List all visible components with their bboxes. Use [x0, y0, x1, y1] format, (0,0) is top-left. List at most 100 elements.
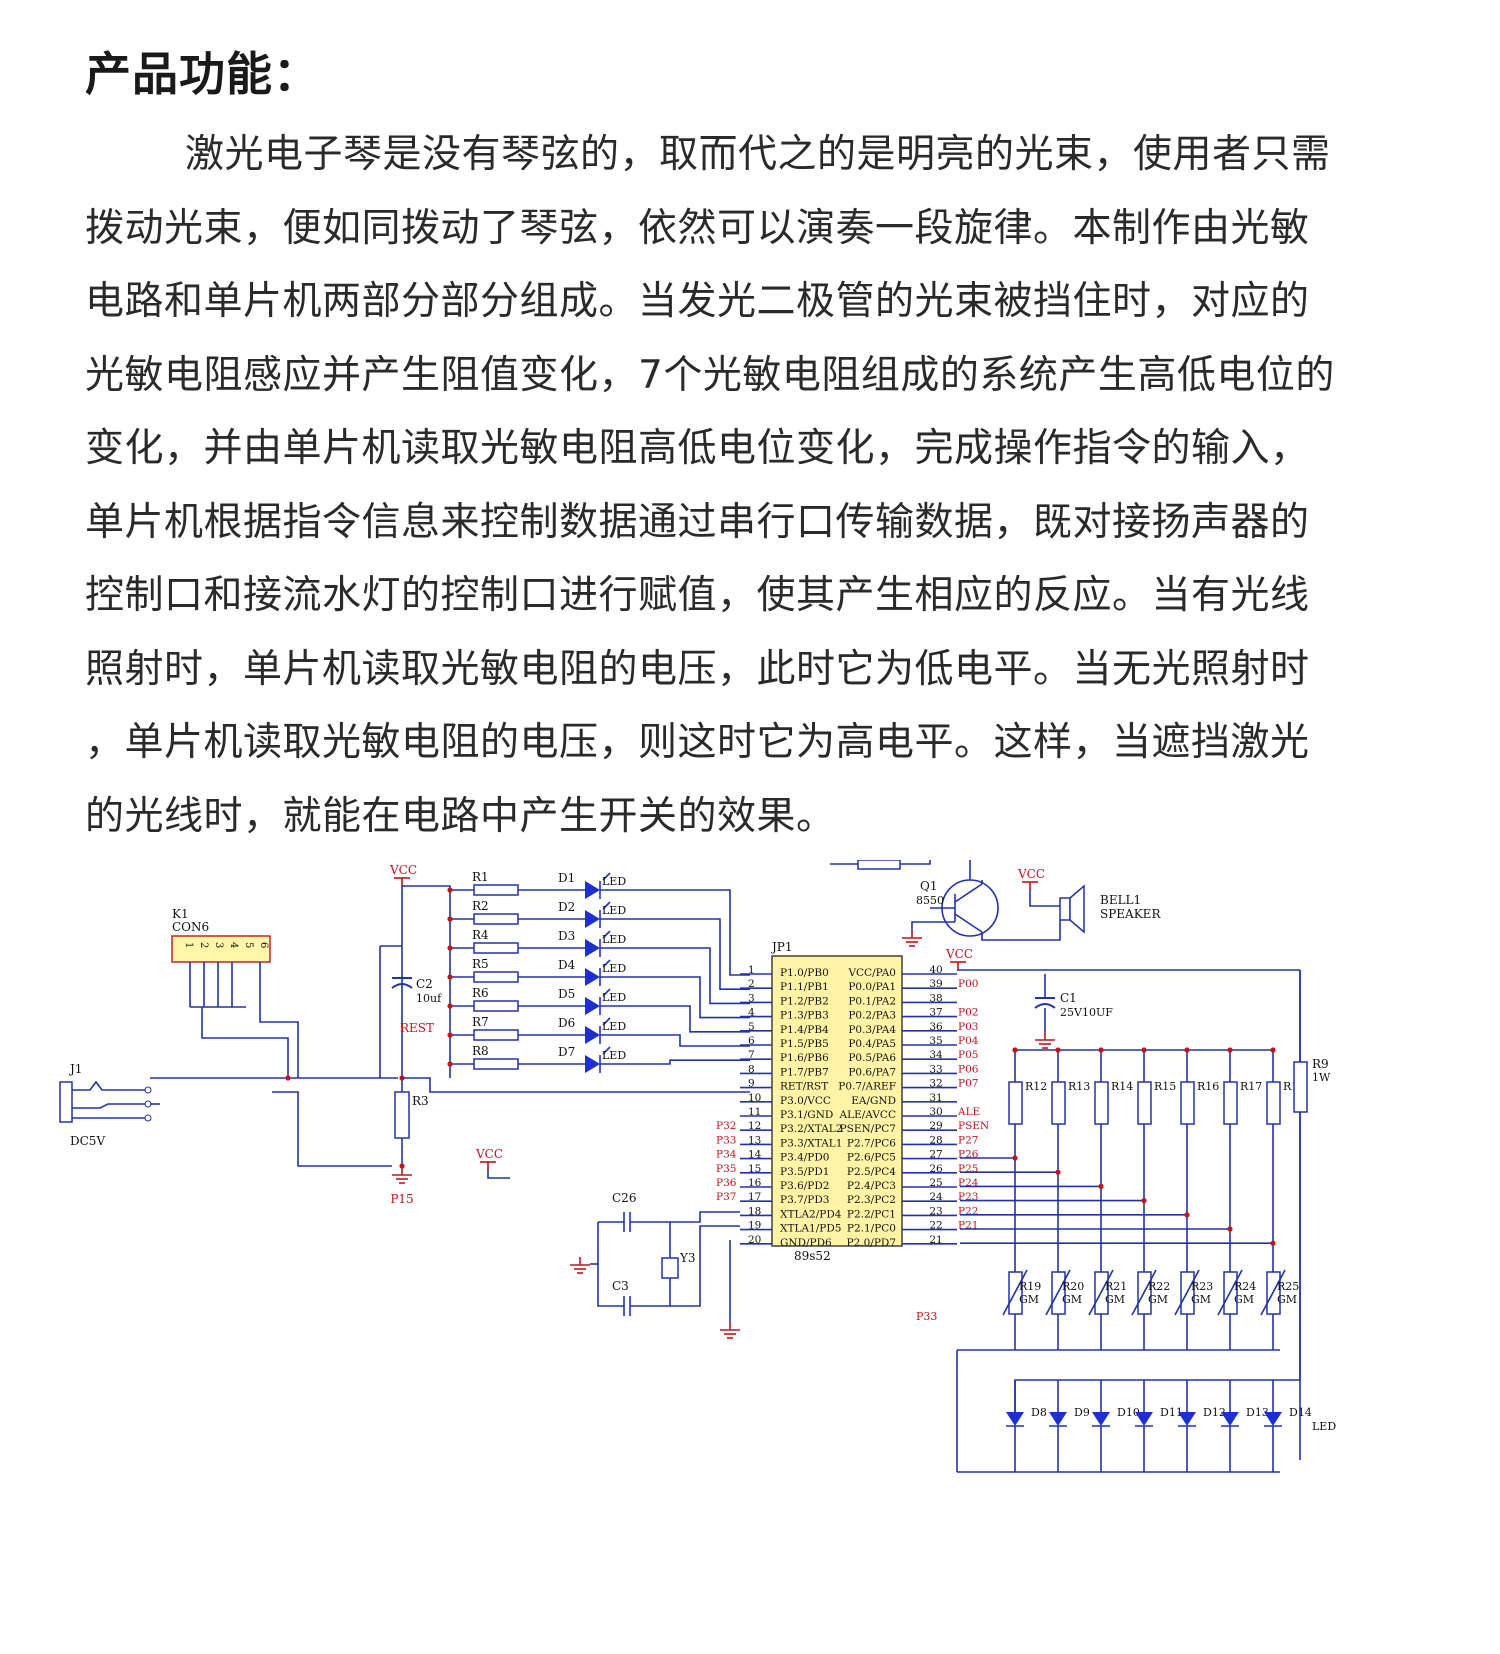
chip-pin-number: 11	[748, 1106, 761, 1118]
vcc-label: VCC	[1017, 867, 1045, 881]
junction-dot	[1270, 1240, 1276, 1246]
chip-pin-number: 35	[929, 1035, 942, 1047]
net-label: P36	[716, 1177, 737, 1189]
chip-pin-label: GND/PD6	[780, 1237, 832, 1249]
j1-label: J1	[68, 1062, 82, 1076]
led-resistor-label: R5	[472, 957, 489, 971]
chip-pin-number: 15	[748, 1163, 761, 1175]
junction-dot	[1184, 1212, 1190, 1218]
led-icon	[585, 910, 600, 928]
led-label: LED	[602, 933, 626, 946]
chip-pin-label: P3.1/GND	[780, 1109, 833, 1121]
led-icon	[1049, 1412, 1067, 1426]
chip-pin-label: P0.4/PA5	[848, 1038, 896, 1050]
gm-label: GM	[1234, 1293, 1254, 1306]
p32-label: P32	[830, 860, 851, 863]
led-icon	[585, 1055, 600, 1073]
led-diode-label: D3	[558, 929, 575, 943]
con6-label: CON6	[172, 920, 209, 934]
chip-pin-number: 2	[748, 978, 755, 990]
junction-dot	[1141, 1047, 1147, 1053]
photoresistor-label: R22	[1148, 1280, 1170, 1293]
k1-connector	[171, 935, 271, 963]
chip-pin-label: P0.0/PA1	[848, 981, 896, 993]
chip-pin-label: P1.6/PB6	[780, 1052, 829, 1064]
c1-label: C1	[1060, 991, 1077, 1005]
photoresistor-arrow	[1217, 1269, 1243, 1316]
chip-pin-number: 26	[929, 1163, 943, 1175]
pullup-resistor	[1137, 1081, 1152, 1125]
speaker-icon	[1059, 897, 1071, 921]
chip-pin-label: P3.4/PD0	[780, 1152, 829, 1164]
led-diode-label: D4	[558, 958, 576, 972]
net-label: P32	[716, 1120, 736, 1132]
chip-pin-number: 40	[929, 964, 942, 976]
photoresistor-label: R25	[1277, 1280, 1299, 1293]
pullup-resistor-label: R17	[1240, 1080, 1262, 1093]
r9-resistor	[1293, 1061, 1308, 1113]
net-label: P35	[716, 1163, 736, 1175]
rest-label: REST	[400, 1021, 434, 1035]
junction-dot	[447, 974, 453, 980]
jp1-label: JP1	[770, 940, 793, 954]
led-resistor-label: R2	[472, 899, 489, 913]
chip-pin-label: P1.4/PB4	[780, 1024, 829, 1036]
gm-label: GM	[1191, 1293, 1211, 1306]
pullup-resistor	[1223, 1081, 1238, 1125]
pullup-resistor-label: R15	[1154, 1080, 1176, 1093]
chip-pin-number: 37	[929, 1007, 942, 1019]
junction-dot	[447, 945, 453, 951]
wire	[597, 1222, 624, 1307]
transistor-lead	[954, 913, 983, 933]
gm-label: GM	[1019, 1293, 1039, 1306]
q1-label: Q1	[920, 879, 937, 893]
gm-label: GM	[1148, 1293, 1168, 1306]
chip-pin-label: P0.6/PA7	[848, 1066, 896, 1078]
paragraph-line: 光敏电阻感应并产生阻值变化，7个光敏电阻组成的系统产生高低电位的	[85, 352, 1335, 398]
r9-label: R9	[1312, 1057, 1329, 1071]
c2-label: C2	[416, 977, 433, 991]
led-diode-label: D13	[1246, 1406, 1269, 1419]
junction-dot	[1098, 1047, 1104, 1053]
chip-pin-label: P2.6/PC5	[847, 1152, 896, 1164]
c26-label: C26	[612, 1191, 636, 1205]
paragraph-line: 激光电子琴是没有琴弦的，取而代之的是明亮的光束，使用者只需	[185, 132, 1331, 177]
led-resistor	[473, 1000, 519, 1012]
photoresistor-label: R24	[1234, 1280, 1256, 1293]
wire	[272, 1091, 392, 1167]
r26-resistor	[857, 860, 901, 870]
photoresistor-label: R21	[1105, 1280, 1127, 1293]
led-ray	[602, 1017, 611, 1026]
led-resistor	[473, 1058, 519, 1070]
junction-dot	[1184, 1047, 1190, 1053]
chip-pin-label: P1.5/PB5	[780, 1038, 829, 1050]
net-label: P37	[716, 1191, 736, 1203]
net-label: PSEN	[958, 1120, 989, 1132]
led-icon	[585, 997, 600, 1015]
led-icon	[1178, 1412, 1196, 1426]
chip-pin-label: P1.7/PB7	[780, 1066, 829, 1078]
wire	[670, 1225, 740, 1307]
section-heading: 产品功能：	[85, 47, 320, 101]
chip-pin-label: VCC/PA0	[847, 967, 896, 979]
net-label: P07	[958, 1078, 978, 1090]
net-label: P03	[958, 1021, 978, 1033]
led-icon	[585, 1026, 600, 1044]
gm-label: GM	[1105, 1293, 1125, 1306]
led-label: LED	[602, 991, 626, 1004]
junction-dot	[1012, 1155, 1018, 1161]
r3-resistor	[394, 1091, 410, 1139]
photoresistor-arrow	[1002, 1269, 1028, 1316]
junction-dot	[1098, 1183, 1104, 1189]
chip-pin-number: 18	[748, 1205, 761, 1217]
led-diode-label: D11	[1160, 1406, 1183, 1419]
led-ray	[602, 959, 611, 968]
wire	[981, 920, 1061, 941]
chip-pin-label: XTLA1/PD5	[780, 1223, 841, 1235]
net-label: P02	[958, 1007, 978, 1019]
chip-pin-label: P1.2/PB2	[780, 995, 829, 1007]
paragraph-line: ，单片机读取光敏电阻的电压，则这时它为高电平。这样，当遮挡激光	[85, 720, 1310, 765]
chip-pin-number: 3	[748, 992, 755, 1004]
chip-pin-label: P3.2/XTAL2	[780, 1123, 842, 1135]
